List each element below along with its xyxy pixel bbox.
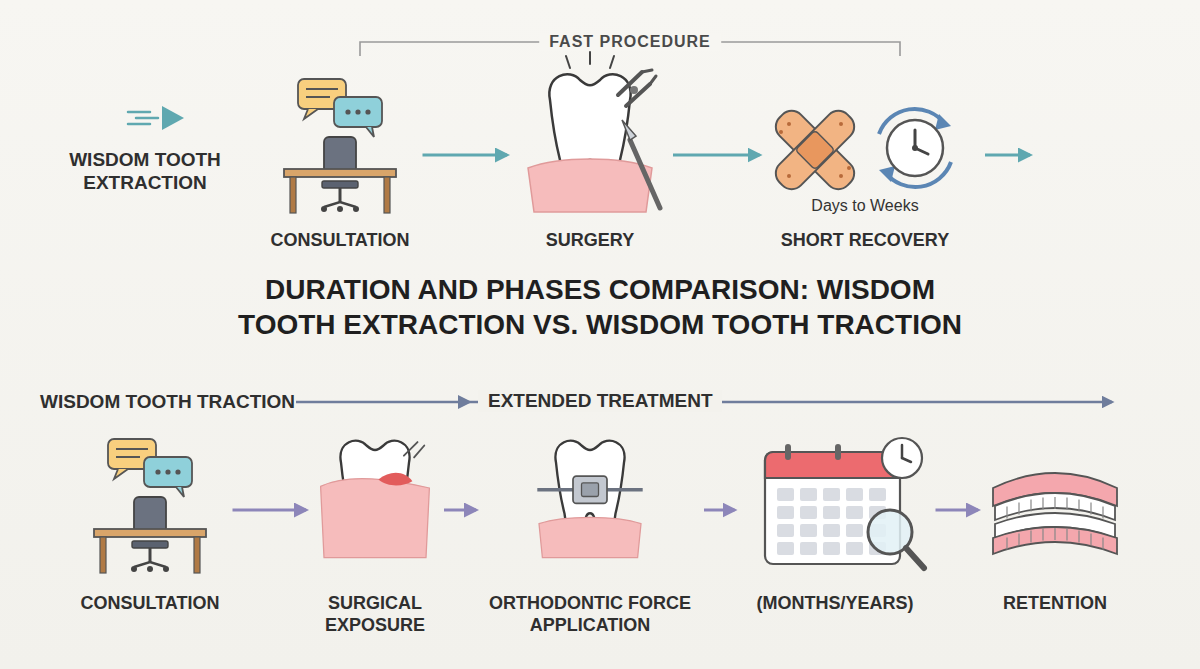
- step-node: (MONTHS/YEARS): [743, 435, 928, 615]
- step-label: (MONTHS/YEARS): [757, 593, 914, 613]
- step-label: ORTHODONTIC FORCE APPLICATION: [489, 593, 691, 635]
- flow-arrow: [673, 154, 760, 157]
- step-node: Days to WeeksSHORT RECOVERY: [768, 105, 963, 251]
- flow-arrow: [423, 154, 508, 157]
- step-label-line: ORTHODONTIC FORCE APPLICATION: [484, 593, 696, 637]
- step-label-line: RETENTION: [986, 593, 1124, 615]
- flow-arrow: [936, 509, 979, 512]
- recovery-icon: [770, 105, 951, 194]
- consultation-desk-icon: [284, 79, 396, 213]
- step-label-line: SHORT RECOVERY: [768, 230, 963, 252]
- flow-arrow: [444, 509, 476, 512]
- surgical-exposure-tooth-icon: [321, 441, 430, 558]
- step-label-line: (MONTHS/YEARS): [743, 593, 928, 615]
- speed-arrow-icon: [128, 106, 184, 130]
- step-label: SURGICAL EXPOSURE: [325, 593, 425, 635]
- step-node: ORTHODONTIC FORCE APPLICATION: [484, 435, 696, 637]
- flow-arrow: [704, 509, 735, 512]
- step-node: CONSULTATION: [76, 435, 225, 615]
- row-heading: WISDOM TOOTH EXTRACTION: [40, 148, 250, 194]
- retainer-icon: [993, 473, 1117, 554]
- band-label: EXTENDED TREATMENT: [478, 390, 722, 412]
- step-node: SURGERY: [515, 68, 665, 252]
- step-node: CONSULTATION: [266, 75, 415, 252]
- step-node: RETENTION: [986, 435, 1124, 615]
- step-label: SHORT RECOVERY: [781, 230, 949, 250]
- duration-note: Days to Weeks: [811, 197, 918, 214]
- step-label-line: CONSULTATION: [76, 593, 225, 615]
- flow-arrow: [233, 509, 307, 512]
- step-label: SURGERY: [546, 230, 634, 250]
- calendar-icon: [765, 438, 924, 568]
- step-label-line: Days to Weeks: [768, 196, 963, 216]
- diagram-title: DURATION AND PHASES COMPARISON: WISDOM T…: [100, 272, 1100, 342]
- step-label-line: CONSULTATION: [266, 230, 415, 252]
- step-label-line: SURGICAL EXPOSURE: [314, 593, 436, 637]
- continue-arrow: [985, 154, 1030, 157]
- orthodontic-tooth-icon: [537, 441, 642, 558]
- consultation-desk-icon: [94, 439, 206, 573]
- step-label-line: SURGERY: [515, 230, 665, 252]
- bracket-label: FAST PROCEDURE: [539, 33, 721, 51]
- step-label: RETENTION: [1003, 593, 1107, 613]
- surgery-tooth-icon: [528, 52, 660, 212]
- row-heading: WISDOM TOOTH TRACTION: [40, 390, 295, 413]
- step-label: CONSULTATION: [81, 593, 220, 613]
- step-label: CONSULTATION: [271, 230, 410, 250]
- step-node: SURGICAL EXPOSURE: [314, 435, 436, 637]
